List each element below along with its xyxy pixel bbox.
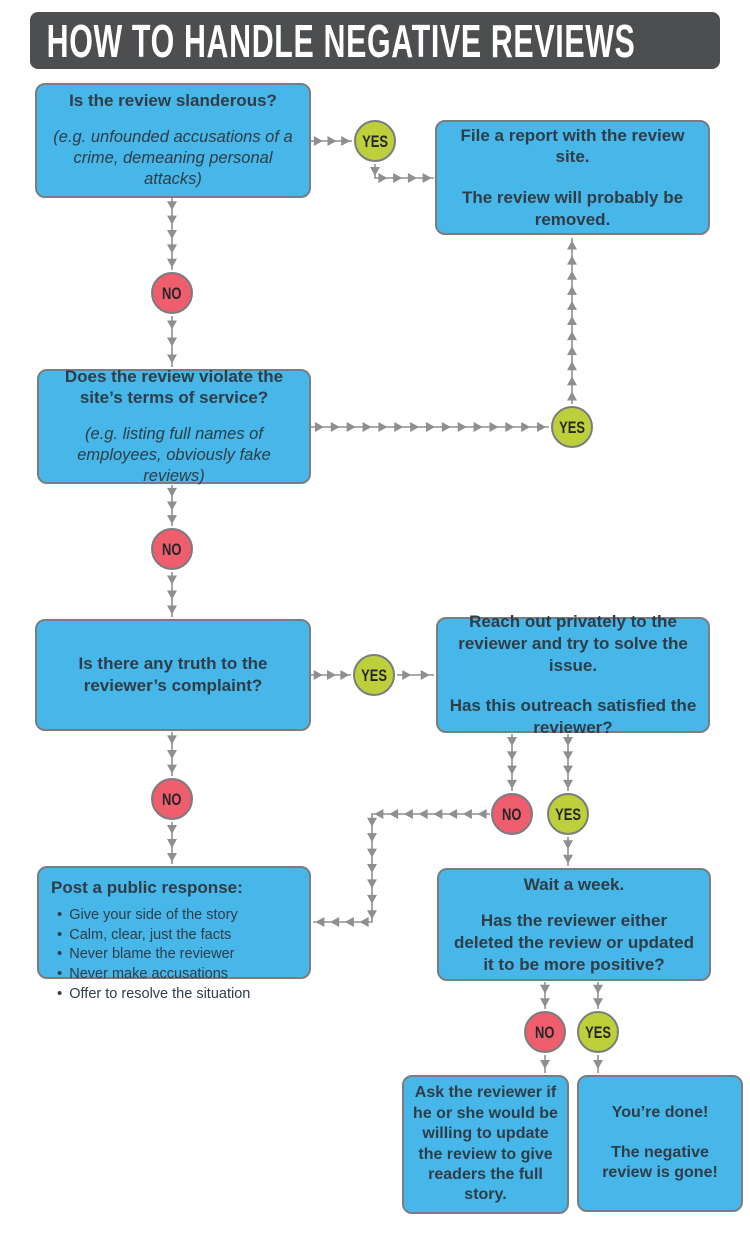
no-badge-truth: NO: [151, 778, 193, 820]
node-text: Ask the reviewer if he or she would be w…: [413, 1084, 558, 1204]
yes-badge-outreach: YES: [547, 793, 589, 835]
node-text-line2: Has the reviewer either deleted the revi…: [454, 911, 694, 974]
badge-label: YES: [585, 1022, 611, 1042]
node-question-truth: Is there any truth to the reviewer’s com…: [35, 619, 311, 731]
node-wait-a-week: Wait a week. Has the reviewer either del…: [437, 868, 711, 981]
node-text-line2: The negative review is gone!: [602, 1143, 718, 1182]
yes-badge-wait: YES: [577, 1011, 619, 1053]
yes-badge-slanderous: YES: [354, 120, 396, 162]
node-example-text: (e.g. unfounded accusations of a crime, …: [53, 128, 293, 189]
badge-label: NO: [162, 789, 182, 809]
badge-label: NO: [502, 804, 522, 824]
node-text-line1: File a report with the review site.: [460, 125, 685, 167]
list-item: Offer to resolve the situation: [57, 984, 297, 1004]
badge-label: YES: [559, 417, 585, 437]
node-file-report: File a report with the review site. The …: [435, 120, 710, 235]
node-title-text: Post a public response:: [51, 878, 243, 897]
node-reach-out: Reach out privately to the reviewer and …: [436, 612, 710, 737]
no-badge-slanderous: NO: [151, 272, 193, 314]
yes-badge-truth: YES: [353, 654, 395, 696]
page-title: HOW TO HANDLE NEGATIVE REVIEWS: [46, 14, 636, 67]
badge-label: NO: [162, 539, 182, 559]
badge-label: NO: [535, 1022, 555, 1042]
badge-label: YES: [361, 665, 387, 685]
node-done: You’re done! The negative review is gone…: [577, 1075, 743, 1212]
badge-label: YES: [555, 804, 581, 824]
node-question-text: Is there any truth to the reviewer’s com…: [78, 654, 268, 695]
node-example-text: (e.g. listing full names of employees, o…: [77, 425, 271, 486]
no-badge-outreach: NO: [491, 793, 533, 835]
list-item: Never blame the reviewer: [57, 944, 297, 964]
node-text-line1: Reach out privately to the reviewer and …: [458, 612, 688, 675]
response-tips-list: Give your side of the story Calm, clear,…: [51, 905, 297, 1004]
node-text-line2: The review will probably be removed.: [461, 188, 684, 229]
list-item: Calm, clear, just the facts: [57, 925, 297, 945]
list-item: Never make accusations: [57, 964, 297, 984]
node-text-line1: Wait a week.: [523, 874, 625, 894]
node-ask-update: Ask the reviewer if he or she would be w…: [402, 1075, 569, 1214]
list-item: Give your side of the story: [57, 905, 297, 925]
node-text-line1: You’re done!: [611, 1104, 709, 1122]
node-text-line2: Has this outreach satisfied the reviewer…: [449, 696, 697, 738]
yes-badge-terms: YES: [551, 406, 593, 448]
badge-label: YES: [362, 131, 388, 151]
badge-label: NO: [162, 283, 182, 303]
node-question-terms-of-service: Does the review violate the site’s terms…: [37, 366, 311, 486]
header-bar: HOW TO HANDLE NEGATIVE REVIEWS: [30, 12, 720, 69]
no-badge-terms: NO: [151, 528, 193, 570]
node-question-text: Does the review violate the site’s terms…: [64, 366, 284, 408]
node-question-slanderous: Is the review slanderous? (e.g. unfounde…: [35, 83, 311, 198]
node-question-text: Is the review slanderous?: [69, 91, 277, 111]
no-badge-wait: NO: [524, 1011, 566, 1053]
node-public-response: Post a public response: Give your side o…: [37, 866, 311, 1002]
